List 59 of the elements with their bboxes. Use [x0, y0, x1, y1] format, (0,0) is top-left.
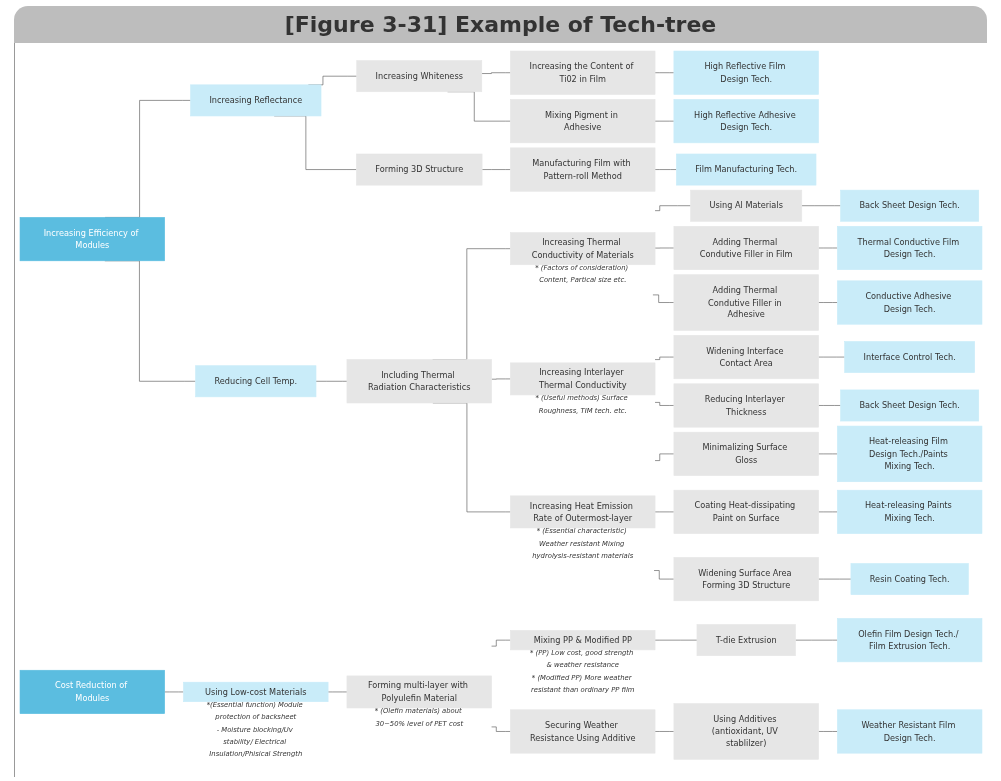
- node-box: Interface Control Tech.: [844, 341, 975, 373]
- connector: [818, 731, 838, 732]
- node-box: Conductive Adhesive Design Tech.: [837, 280, 983, 325]
- connector: [654, 402, 675, 406]
- node-box: Reducing Interlayer Thickness: [673, 383, 819, 428]
- node-box: Forming 3D Structure: [356, 153, 483, 186]
- connector: [653, 570, 675, 580]
- connector: [654, 356, 675, 360]
- connector: [818, 302, 838, 303]
- node-box: Minimalizing Surface Gloss: [673, 431, 819, 476]
- connector: [315, 380, 348, 382]
- node-box: Widening Interface Contact Area: [673, 335, 819, 380]
- connector: [491, 726, 511, 732]
- node-box: Including Thermal Radiation Characteristics: [346, 359, 492, 404]
- node-box: Coating Heat-dissipating Paint on Surface: [673, 489, 819, 534]
- connector: [654, 72, 675, 74]
- node-box: Increasing the Content of Ti02 in Film: [510, 50, 656, 95]
- node-box: Heat-releasing Film Design Tech./Paints Mixing Tech.: [837, 425, 983, 483]
- node-box: Mixing Pigment in Adhesive: [510, 99, 656, 144]
- node-box: Cost Reduction of Modules: [19, 669, 165, 714]
- node-box: Adding Thermal Condutive Filler in Adhesive: [673, 274, 819, 331]
- connector: [801, 205, 841, 207]
- node-box: Using Additives (antioxidant, UV stablilzer): [673, 703, 819, 760]
- connector: [654, 205, 691, 211]
- node-box: Increasing Reflectance: [190, 84, 322, 117]
- node-box: Back Sheet Design Tech.: [840, 189, 980, 222]
- node-box: Increasing Whiteness: [356, 60, 483, 93]
- node-box: Securing Weather Resistance Using Additive: [510, 709, 656, 754]
- node-box: T-die Extrusion: [696, 624, 796, 657]
- connector: [654, 169, 677, 170]
- node-box: Manufacturing Film with Pattern-roll Method: [510, 147, 656, 192]
- node-box: Adding Thermal Condutive Filler in Film: [673, 226, 819, 270]
- node-box: Reducing Cell Temp.: [195, 365, 317, 398]
- node-box: Weather Resistant Film Design Tech.: [837, 709, 983, 754]
- node-box: Mixing PP & Modified PP: [510, 630, 656, 651]
- connector: [652, 294, 675, 303]
- node-box: High Reflective Adhesive Design Tech.: [673, 99, 819, 144]
- figure-title: [Figure 3-31] Example of Tech-tree: [14, 6, 987, 43]
- node-box: Increasing Interlayer Thermal Conductivity: [510, 362, 656, 396]
- connector: [491, 639, 511, 647]
- node-box: Increasing Thermal Conductivity of Materials: [510, 232, 656, 266]
- connector: [654, 453, 675, 461]
- connector: [818, 405, 841, 406]
- node-box: Thermal Conductive Film Design Tech.: [837, 226, 983, 270]
- node-box: Film Manufacturing Tech.: [676, 153, 817, 186]
- node-box: Widening Surface Area Forming 3D Structure: [673, 557, 819, 602]
- connector: [481, 169, 511, 170]
- node-box: Forming multi-layer with Polyulefin Material: [346, 675, 492, 709]
- node-box: Increasing Efficiency of Modules: [19, 217, 165, 262]
- node-box: High Reflective Film Design Tech.: [673, 50, 819, 95]
- connector: [481, 72, 511, 74]
- node-box: Back Sheet Design Tech.: [840, 389, 980, 422]
- node-box: Increasing Heat Emission Rate of Outermost-layer: [510, 495, 656, 529]
- node-box: Using Low-cost Materials: [183, 681, 329, 702]
- node-box: Olefin Film Design Tech./ Film Extrusion Tech.: [837, 618, 983, 663]
- node-box: Resin Coating Tech.: [850, 563, 969, 595]
- node-box: Heat-releasing Paints Mixing Tech.: [837, 489, 983, 534]
- connector: [654, 731, 675, 732]
- node-box: Using Al Materials: [690, 189, 803, 222]
